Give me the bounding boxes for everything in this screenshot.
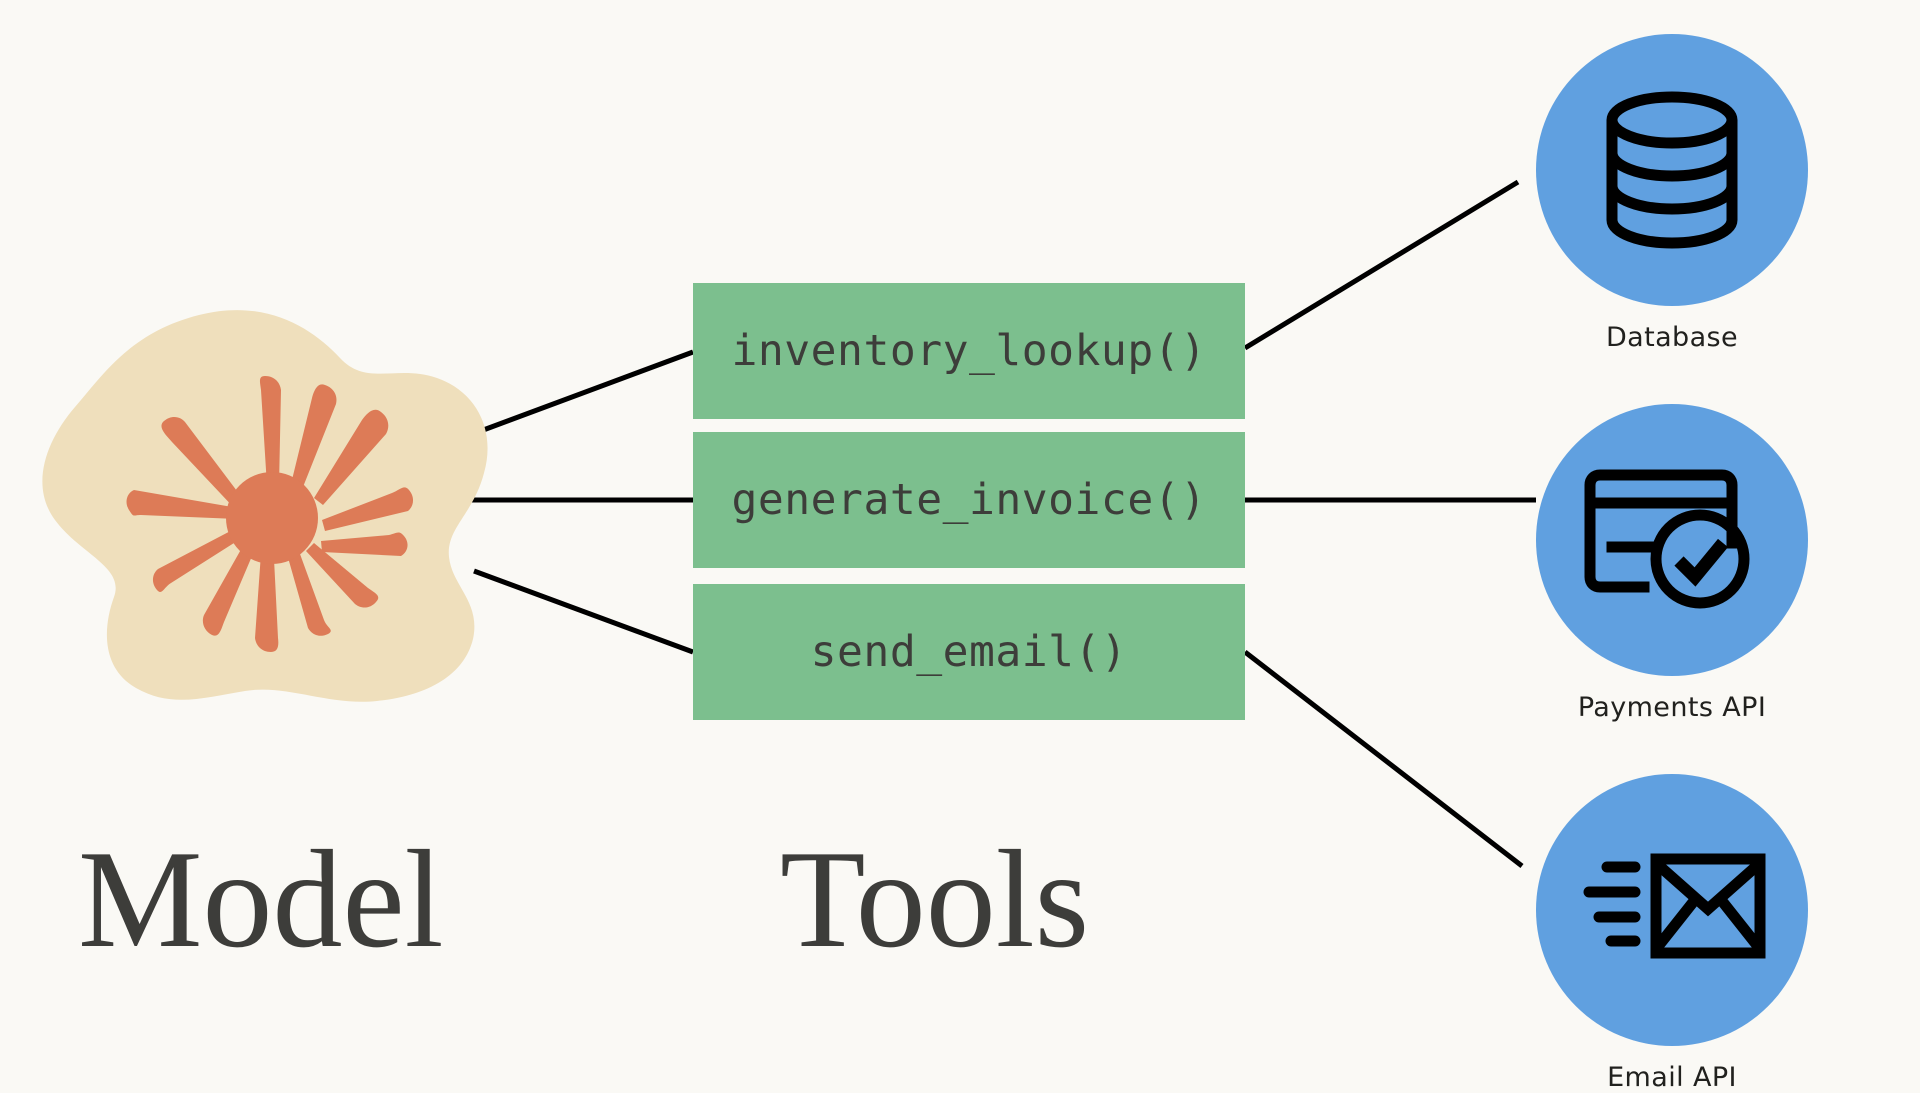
service-node-email-api[interactable]: Email API bbox=[1536, 774, 1808, 1093]
service-label: Email API bbox=[1607, 1062, 1737, 1093]
service-label: Database bbox=[1605, 322, 1739, 353]
envelope-send-icon bbox=[1583, 853, 1766, 959]
edge-model-to-send-email bbox=[473, 568, 694, 655]
edge-model-to-inventory-lookup bbox=[477, 349, 694, 435]
credit-card-check-icon bbox=[1584, 469, 1750, 609]
service-label: Payments API bbox=[1577, 692, 1767, 723]
service-circle bbox=[1536, 774, 1808, 1046]
edge-inventory-lookup-to-database bbox=[1243, 179, 1520, 351]
database-icon bbox=[1606, 91, 1738, 249]
service-circle bbox=[1536, 404, 1808, 676]
caption-tools: Tools bbox=[780, 822, 1090, 977]
edge-send-email-to-email-api bbox=[1243, 650, 1524, 868]
tool-box-send-email[interactable]: send_email() bbox=[693, 584, 1245, 720]
anthropic-starburst-icon bbox=[126, 376, 414, 652]
caption-model: Model bbox=[78, 822, 444, 977]
tool-label: generate_invoice() bbox=[731, 475, 1207, 525]
model-node[interactable] bbox=[40, 290, 500, 710]
model-blob-icon bbox=[42, 310, 488, 702]
service-node-payments-api[interactable]: Payments API bbox=[1536, 404, 1808, 723]
tool-label: send_email() bbox=[810, 627, 1128, 677]
service-node-database[interactable]: Database bbox=[1536, 34, 1808, 353]
service-circle bbox=[1536, 34, 1808, 306]
tool-label: inventory_lookup() bbox=[731, 326, 1207, 376]
tool-box-generate-invoice[interactable]: generate_invoice() bbox=[693, 432, 1245, 568]
tool-box-inventory-lookup[interactable]: inventory_lookup() bbox=[693, 283, 1245, 419]
